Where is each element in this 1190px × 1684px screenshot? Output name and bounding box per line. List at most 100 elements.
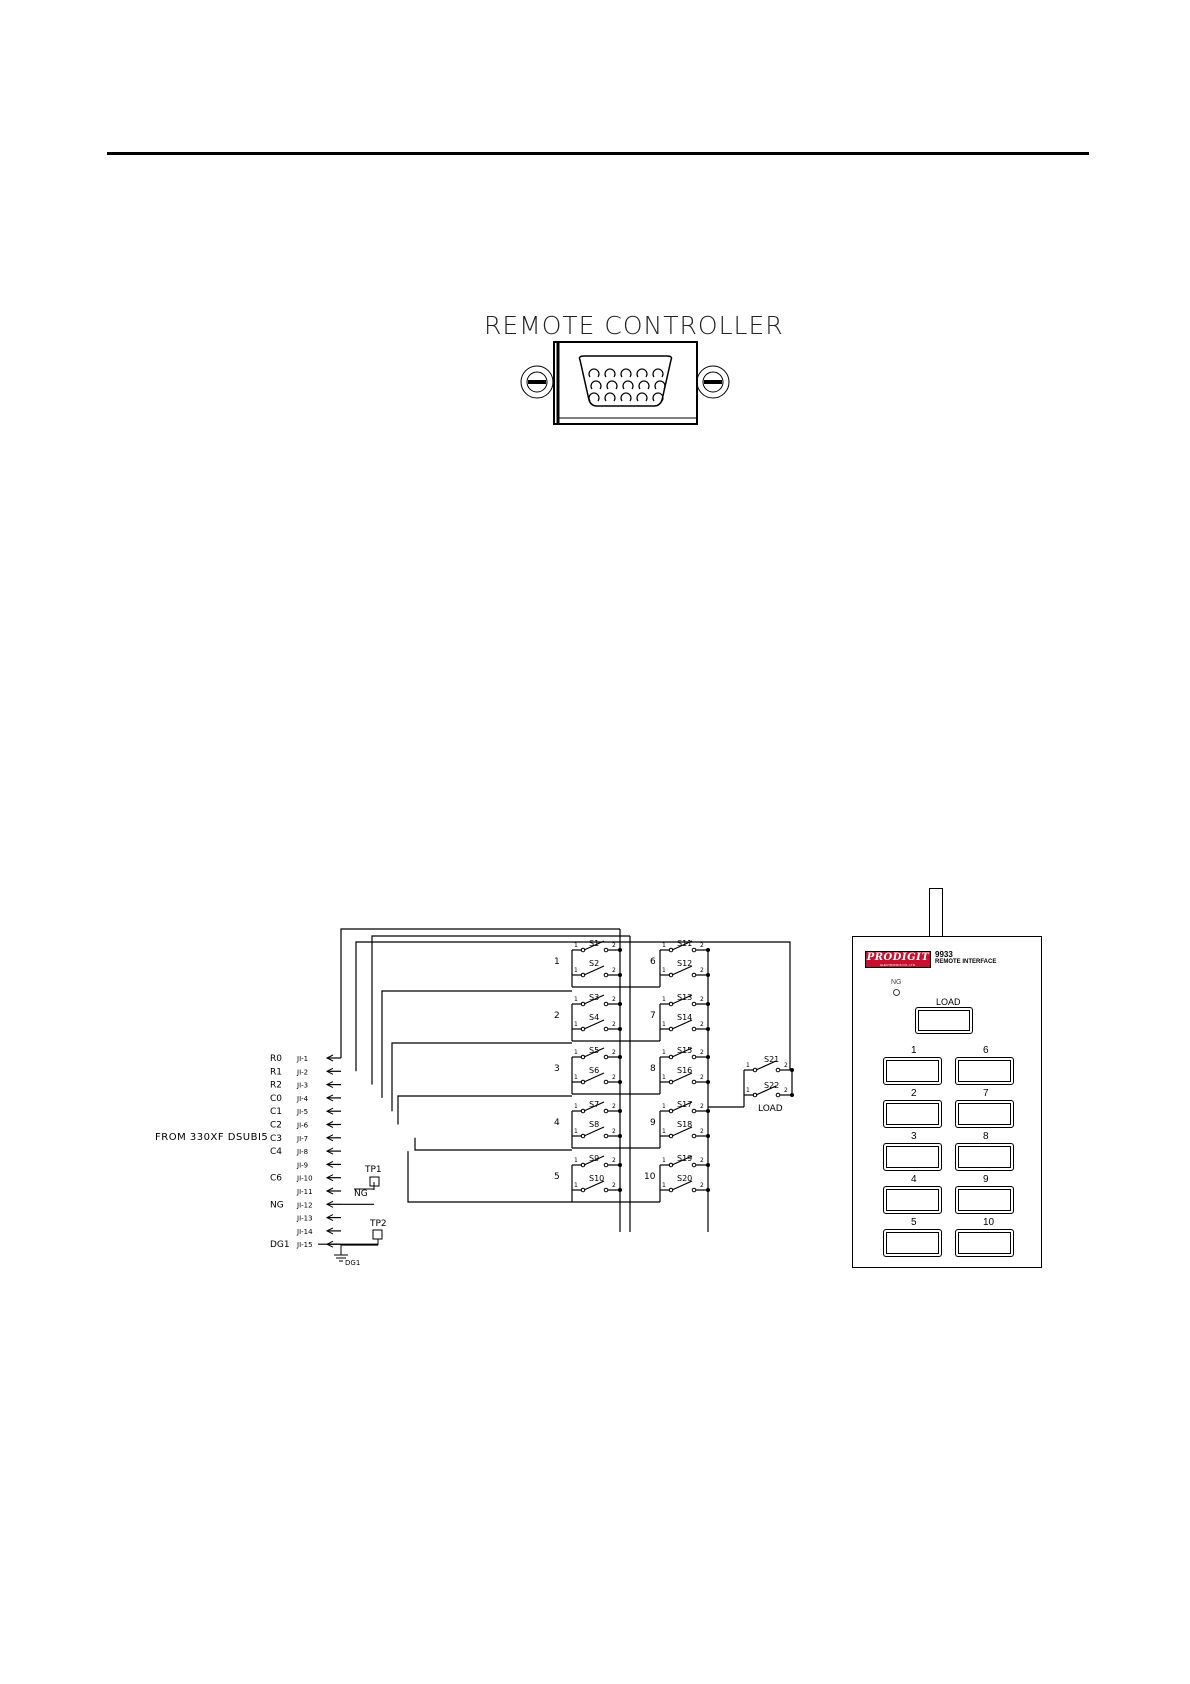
- svg-text:1: 1: [574, 1049, 578, 1056]
- connector-pin: [588, 392, 600, 402]
- switch-name: S4: [589, 1013, 599, 1022]
- svg-text:1: 1: [662, 1128, 666, 1135]
- signal-label: R2: [270, 1081, 282, 1091]
- pin-label: JI-11: [296, 1188, 313, 1196]
- connector-pin: [604, 392, 616, 402]
- keypad-button-8[interactable]: [955, 1143, 1014, 1171]
- row-number-right: 7: [650, 1011, 656, 1021]
- connector-pin: [652, 368, 664, 378]
- load-button[interactable]: [915, 1007, 973, 1034]
- svg-text:2: 2: [612, 942, 616, 949]
- brand-sub: ELECTRONICS CO., LTD.: [880, 963, 916, 967]
- pin-label: JI-14: [296, 1228, 313, 1236]
- switch-name: S19: [677, 1154, 692, 1163]
- remote-subtitle: REMOTE INTERFACE: [935, 959, 997, 965]
- svg-text:1: 1: [574, 1157, 578, 1164]
- svg-text:1: 1: [746, 1087, 750, 1094]
- switch-blade: [755, 1060, 777, 1071]
- switch-blade: [671, 1047, 693, 1058]
- connector-pin: [606, 380, 618, 390]
- keypad-button-7[interactable]: [955, 1100, 1014, 1128]
- switch-name: S14: [677, 1013, 692, 1022]
- svg-text:2: 2: [612, 1074, 616, 1081]
- signal-label: NG: [270, 1200, 284, 1210]
- svg-text:1: 1: [662, 1103, 666, 1110]
- svg-text:1: 1: [662, 996, 666, 1003]
- svg-text:2: 2: [700, 1049, 704, 1056]
- pin-label: JI-7: [296, 1135, 308, 1143]
- switch-name: S6: [589, 1066, 599, 1075]
- pin-label: JI-6: [296, 1122, 309, 1130]
- pin-label: JI-5: [296, 1108, 308, 1116]
- keypad-button-1[interactable]: [883, 1057, 942, 1085]
- connector-shell: [553, 341, 698, 425]
- load-button-label: LOAD: [936, 997, 961, 1007]
- route-c1: [391, 1042, 572, 1112]
- keypad-label-8: 8: [983, 1131, 989, 1142]
- svg-text:2: 2: [612, 967, 616, 974]
- brand-logo: PRODIGIT ELECTRONICS CO., LTD.: [865, 951, 931, 968]
- row-number-right: 6: [650, 957, 656, 967]
- svg-text:1: 1: [574, 996, 578, 1003]
- keypad-button-6[interactable]: [955, 1057, 1014, 1085]
- svg-text:2: 2: [612, 1182, 616, 1189]
- signal-label: C0: [270, 1094, 282, 1104]
- connector-pin: [590, 380, 602, 390]
- svg-text:1: 1: [574, 1021, 578, 1028]
- keypad-label-7: 7: [983, 1088, 989, 1099]
- switch-blade: [671, 1180, 693, 1191]
- routing-wires: [340, 928, 791, 1232]
- keypad-button-2[interactable]: [883, 1100, 942, 1128]
- switch-name: S1: [589, 939, 599, 948]
- keypad-button-4[interactable]: [883, 1186, 942, 1214]
- pin-label: JI-3: [296, 1082, 308, 1090]
- cable-stub: [929, 888, 943, 936]
- source-label: FROM 330XF DSUBI5: [155, 1132, 268, 1143]
- switch-name: S2: [589, 959, 599, 968]
- route-r1: [355, 941, 791, 1072]
- ng-led-icon: [893, 989, 900, 996]
- svg-text:2: 2: [700, 1103, 704, 1110]
- pin-label: JI-15: [296, 1241, 313, 1249]
- signal-label: C1: [270, 1107, 282, 1117]
- connector-title: REMOTE CONTROLLER: [484, 311, 784, 340]
- route-r2: [371, 935, 630, 1085]
- brand-name: PRODIGIT: [866, 952, 930, 963]
- keypad-button-3[interactable]: [883, 1143, 942, 1171]
- switch-name: S18: [677, 1120, 692, 1129]
- keypad-label-9: 9: [983, 1174, 989, 1185]
- signal-label: C4: [270, 1147, 282, 1157]
- svg-text:1: 1: [574, 942, 578, 949]
- test-points: TP1 NG TP2 DG1: [334, 1165, 387, 1267]
- keypad-button-5[interactable]: [883, 1229, 942, 1257]
- svg-text:1: 1: [574, 1103, 578, 1110]
- keypad-label-2: 2: [911, 1088, 917, 1099]
- svg-text:2: 2: [612, 1021, 616, 1028]
- switch-blade: [583, 1047, 605, 1058]
- row-number-right: 10: [644, 1172, 656, 1182]
- pin-label: JI-4: [296, 1095, 309, 1103]
- switch-name: S22: [764, 1081, 779, 1090]
- pin-label: JI-1: [296, 1055, 308, 1063]
- switch-blade: [671, 965, 693, 976]
- keypad-button-10[interactable]: [955, 1229, 1014, 1257]
- svg-text:2: 2: [612, 1128, 616, 1135]
- keypad-button-9[interactable]: [955, 1186, 1014, 1214]
- route-c2: [397, 1095, 572, 1125]
- row-number-left: 1: [554, 957, 560, 967]
- row-number-left: 4: [554, 1118, 560, 1128]
- switch-blade: [583, 1101, 605, 1112]
- svg-text:1: 1: [662, 1182, 666, 1189]
- switch-blade: [583, 994, 605, 1005]
- svg-text:2: 2: [700, 1157, 704, 1164]
